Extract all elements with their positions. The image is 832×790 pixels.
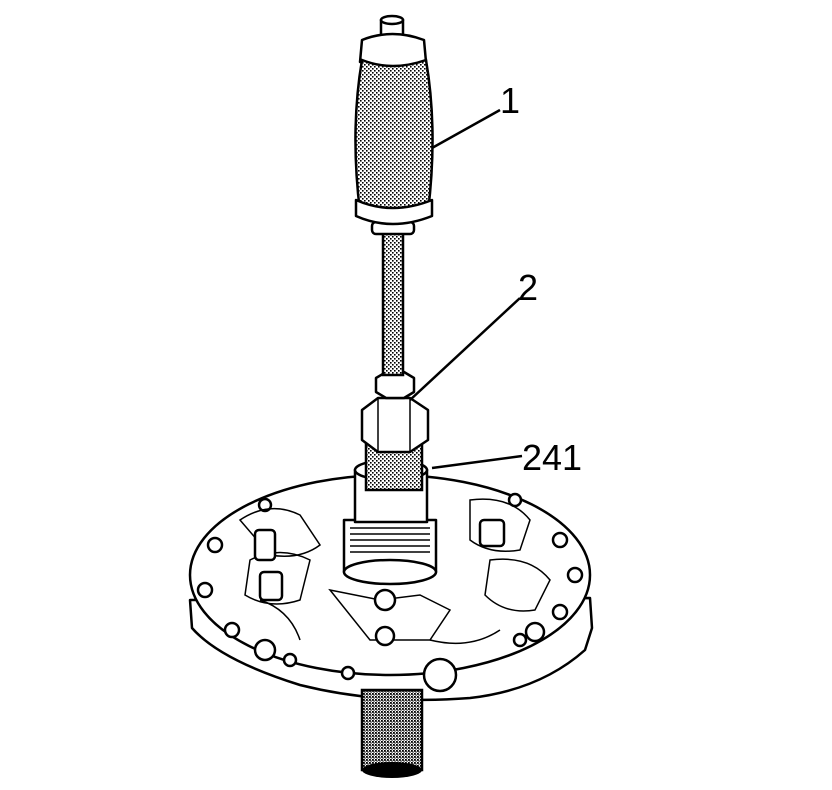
slide-hammer-handle-1 (354, 14, 434, 226)
callout-1: 1 (431, 80, 520, 150)
valve-passages (238, 498, 551, 693)
slide-hammer-rod (370, 220, 416, 377)
callout-label-2: 2 (518, 267, 538, 308)
callout-label-241: 241 (522, 437, 582, 478)
callout-label-1: 1 (500, 80, 520, 121)
callout-241: 241 (431, 437, 582, 478)
bushing-rings (350, 527, 430, 553)
rim-bolt-holes (196, 492, 584, 681)
bushing-remover-2 (360, 370, 430, 492)
callout-2: 2 (409, 267, 538, 401)
stator-shaft (360, 688, 424, 778)
